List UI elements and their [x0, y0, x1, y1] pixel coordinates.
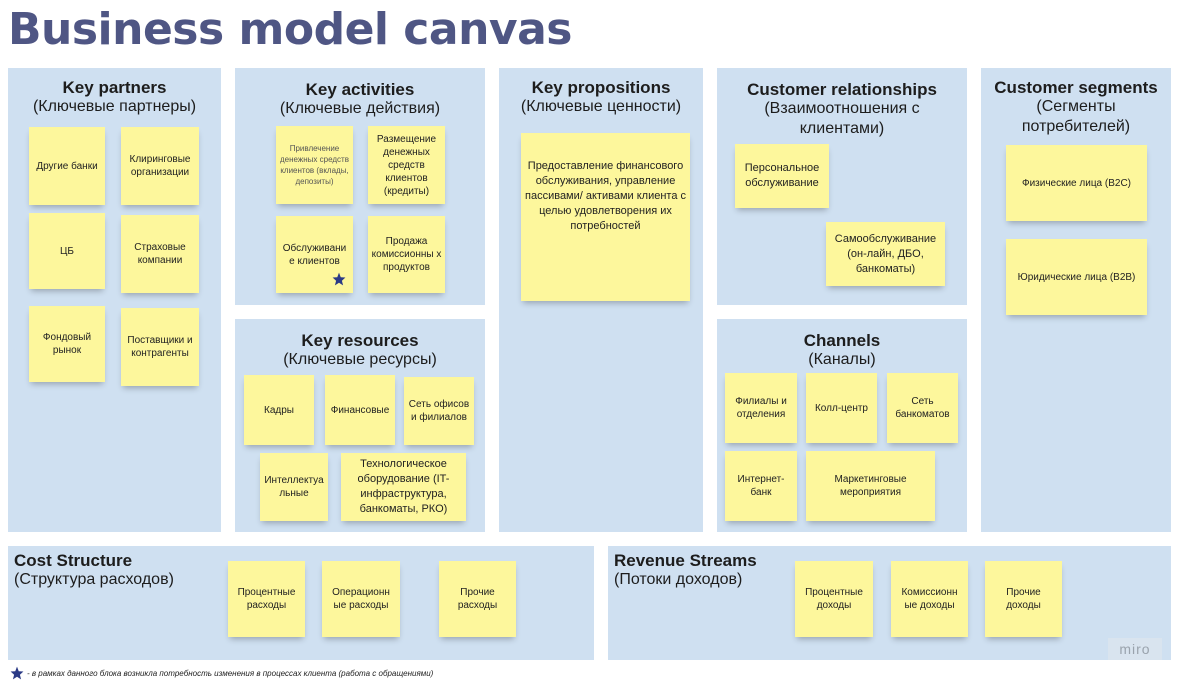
revenue-streams-block: Revenue Streams (Потоки доходов) [608, 546, 1171, 660]
sticky-note[interactable]: Размещение денежных средств клиентов (кр… [368, 126, 445, 204]
sticky-note[interactable]: Клиринговые организации [121, 127, 199, 205]
sticky-note[interactable]: ЦБ [29, 213, 105, 289]
sticky-note[interactable]: Физические лица (B2C) [1006, 145, 1147, 221]
sticky-note[interactable]: Процентные доходы [795, 561, 873, 637]
block-title: Key partners [62, 78, 167, 97]
block-subtitle: (Взаимоотношения с клиентами) [764, 100, 920, 137]
block-title: Key propositions [531, 78, 671, 97]
block-title: Cost Structure [14, 551, 133, 570]
block-subtitle: (Структура расходов) [14, 571, 174, 588]
sticky-note[interactable]: Технологическое оборудование (IT-инфраст… [341, 453, 466, 521]
sticky-note[interactable]: Процентные расходы [228, 561, 305, 637]
sticky-note[interactable]: Прочие доходы [985, 561, 1062, 637]
sticky-note[interactable]: Сеть офисов и филиалов [404, 377, 474, 445]
block-subtitle: (Каналы) [808, 351, 876, 368]
block-subtitle: (Ключевые партнеры) [32, 98, 197, 115]
block-title: Key resources [301, 331, 419, 350]
block-title: Customer relationships [747, 80, 937, 99]
sticky-note[interactable]: Поставщики и контрагенты [121, 308, 199, 386]
star-icon [332, 272, 346, 286]
block-title: Customer segments [994, 78, 1158, 97]
block-subtitle: (Ключевые ресурсы) [283, 351, 437, 368]
block-title: Key activities [305, 80, 415, 99]
sticky-note[interactable]: Финансовые [325, 375, 395, 445]
sticky-note[interactable]: Операционн ые расходы [322, 561, 400, 637]
block-subtitle: (Ключевые ценности) [520, 98, 682, 115]
sticky-note[interactable]: Интеллектуа льные [260, 453, 328, 521]
block-title: Revenue Streams [614, 551, 757, 570]
block-subtitle: (Сегменты потребителей) [1021, 98, 1131, 135]
footnote-text: - в рамках данного блока возникла потреб… [27, 668, 434, 678]
footnote: - в рамках данного блока возникла потреб… [10, 666, 433, 680]
sticky-note[interactable]: Персональное обслуживание [735, 144, 829, 208]
key-activities-block: Key activities (Ключевые действия) [235, 68, 485, 305]
sticky-note[interactable]: Маркетинговые мероприятия [806, 451, 935, 521]
sticky-note[interactable]: Филиалы и отделения [725, 373, 797, 443]
block-subtitle: (Потоки доходов) [614, 571, 743, 588]
sticky-note[interactable]: Страховые компании [121, 215, 199, 293]
sticky-note[interactable]: Юридические лица (B2B) [1006, 239, 1147, 315]
block-title: Channels [803, 331, 881, 350]
sticky-note[interactable]: Интернет-банк [725, 451, 797, 521]
block-subtitle: (Ключевые действия) [279, 100, 441, 117]
sticky-note[interactable]: Комиссионн ые доходы [891, 561, 968, 637]
canvas-title: Business model canvas [8, 4, 572, 55]
sticky-note[interactable]: Предоставление финансового обслуживания,… [521, 133, 690, 301]
sticky-note[interactable]: Другие банки [29, 127, 105, 205]
sticky-note[interactable]: Кадры [244, 375, 314, 445]
miro-watermark: miro [1108, 638, 1162, 660]
sticky-note[interactable]: Продажа комиссионны х продуктов [368, 216, 445, 293]
star-icon [10, 666, 24, 680]
sticky-note[interactable]: Самообслуживание (он-лайн, ДБО, банкомат… [826, 222, 945, 286]
sticky-note[interactable]: Прочие расходы [439, 561, 516, 637]
sticky-note[interactable]: Колл-центр [806, 373, 877, 443]
sticky-note[interactable]: Привлечение денежных средств клиентов (в… [276, 126, 353, 204]
sticky-note[interactable]: Сеть банкоматов [887, 373, 958, 443]
sticky-note[interactable]: Фондовый рынок [29, 306, 105, 382]
